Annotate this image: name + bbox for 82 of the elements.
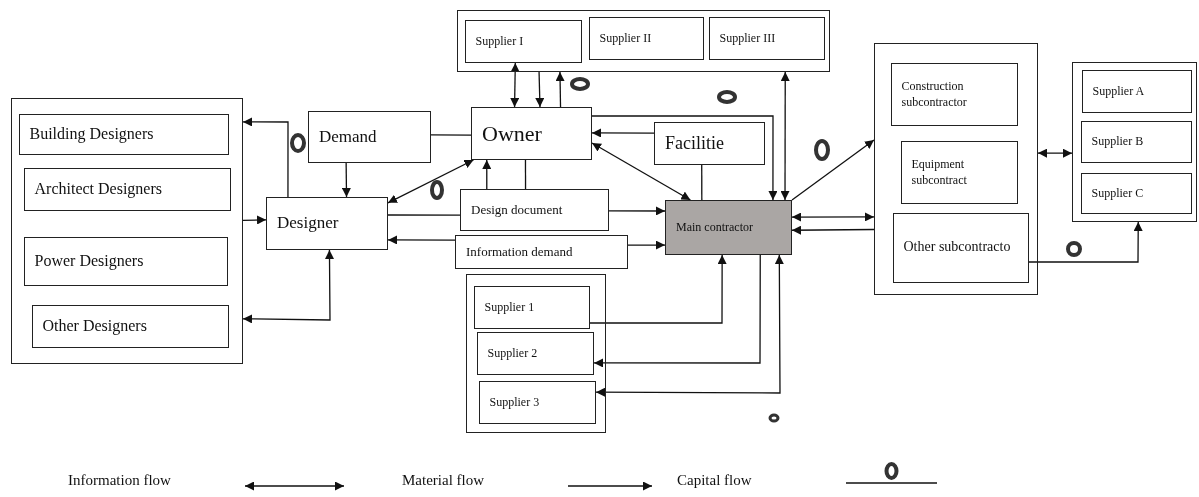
process-box — [890, 62, 1018, 126]
supplier-group-box — [1072, 62, 1197, 222]
arrow — [242, 117, 289, 198]
supplier-group-box — [457, 10, 830, 72]
node-label: Architect Designers — [34, 179, 162, 200]
node-label: Design document — [471, 201, 563, 219]
node-label: Construction subcontractor — [901, 77, 968, 111]
process-box — [900, 140, 1018, 204]
node-label: Supplier 1 — [484, 298, 535, 316]
arrow — [591, 115, 778, 201]
double-arrow — [510, 62, 520, 108]
node-label: Supplier 3 — [489, 393, 540, 411]
node-label: Facilitie — [665, 132, 724, 156]
process-box — [23, 167, 231, 211]
process-box — [1081, 69, 1192, 113]
node-label: Supplier III — [719, 29, 776, 47]
node-label: Main contractor — [676, 219, 753, 236]
arrow — [535, 71, 545, 108]
arrow — [589, 254, 727, 324]
main-contractor-box — [665, 200, 792, 255]
subcontractor-group-box — [874, 43, 1038, 295]
legend-label: Information flow — [68, 472, 171, 489]
double-arrow — [780, 71, 790, 201]
arrow — [242, 215, 267, 225]
node-label: Power Designers — [34, 251, 144, 272]
node-label: Equipment subcontract — [911, 155, 968, 189]
arrow — [387, 235, 456, 245]
process-box — [1080, 120, 1192, 163]
double-arrow — [595, 254, 784, 397]
process-box — [308, 111, 431, 163]
designer-group-box — [11, 98, 243, 364]
arrow — [591, 128, 655, 138]
arrow — [791, 139, 875, 201]
node-label: Demand — [319, 125, 377, 148]
node-label: Other subcontracto — [903, 238, 1011, 257]
arrow — [1028, 221, 1143, 263]
process-box — [471, 107, 592, 160]
arrow — [482, 159, 492, 190]
node-label: Supplier C — [1091, 184, 1144, 202]
connector-line — [701, 164, 703, 201]
process-box — [31, 304, 229, 348]
arrow — [593, 254, 761, 368]
connector-line — [387, 214, 461, 216]
process-box — [478, 380, 596, 424]
process-box — [892, 212, 1029, 283]
node-label: Supplier I — [475, 32, 524, 50]
process-box — [23, 236, 228, 286]
node-label: Supplier II — [599, 29, 652, 47]
connector-line — [524, 159, 527, 190]
node-label: Designer — [277, 212, 339, 235]
process-box — [588, 16, 704, 60]
process-box — [473, 285, 590, 329]
node-label: Information demand — [466, 243, 573, 261]
node-label: Supplier B — [1091, 133, 1144, 150]
arrow — [341, 162, 351, 198]
arrow — [608, 206, 666, 216]
process-box — [1080, 172, 1192, 214]
arrow — [791, 225, 875, 235]
process-box — [18, 113, 229, 155]
double-arrow — [791, 212, 875, 222]
node-label: Other Designers — [42, 316, 147, 337]
legend-label: Material flow — [402, 472, 485, 489]
node-label: Building Designers — [29, 124, 154, 145]
process-box — [708, 16, 825, 60]
arrow — [555, 71, 565, 108]
double-arrow — [387, 159, 475, 204]
double-arrow — [242, 249, 334, 324]
process-box — [455, 235, 628, 269]
process-box — [460, 189, 609, 231]
node-label: Owner — [482, 119, 542, 148]
double-arrow — [591, 142, 692, 201]
node-label: Supplier 2 — [487, 344, 538, 362]
supplier-group-box — [466, 274, 606, 433]
arrow — [627, 240, 666, 250]
process-box — [476, 331, 594, 375]
process-box — [464, 19, 582, 63]
double-arrow — [1037, 148, 1073, 158]
process-box — [654, 122, 765, 165]
node-label: Supplier A — [1092, 82, 1145, 100]
connector-line — [430, 134, 472, 136]
legend-label: Capital flow — [677, 472, 752, 489]
process-box — [266, 197, 388, 250]
